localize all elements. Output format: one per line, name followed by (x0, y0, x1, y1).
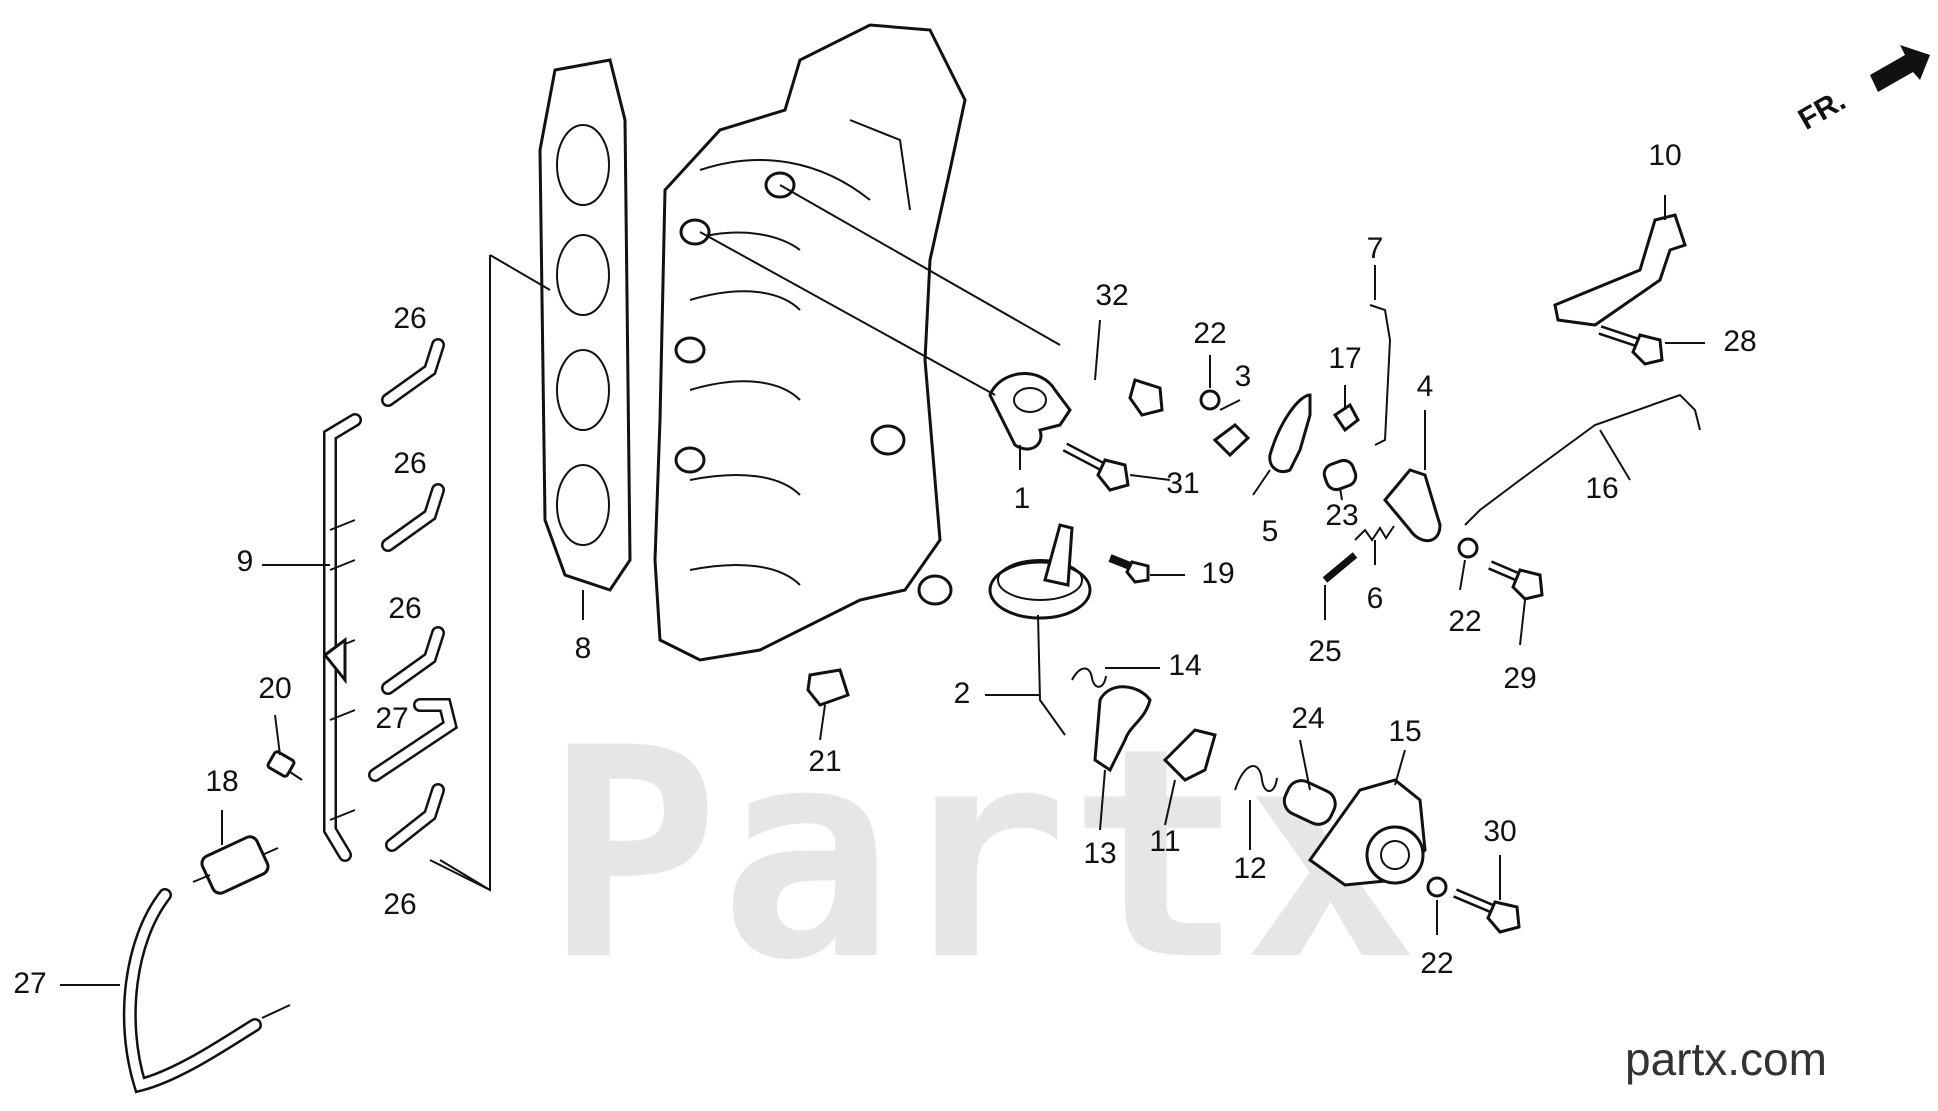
bolt-19 (1108, 554, 1150, 584)
hose-assembly (322, 413, 362, 862)
washer-22c (1426, 876, 1448, 898)
bolt-29 (1488, 560, 1544, 601)
callout-22-c: 22 (1420, 947, 1453, 980)
callout-23: 23 (1325, 499, 1358, 532)
callout-29: 29 (1503, 662, 1536, 695)
fuel-filter (192, 835, 279, 895)
callout-2: 2 (954, 677, 971, 710)
callout-13: 13 (1083, 837, 1116, 870)
clamp (988, 372, 1072, 451)
actuator (988, 523, 1092, 736)
manifold-gasket (538, 58, 632, 592)
rod-16 (1464, 393, 1701, 526)
collar-24 (1282, 779, 1337, 826)
lever-5 (1268, 393, 1312, 474)
clip-17 (1332, 402, 1360, 433)
bracket-10 (1553, 213, 1687, 327)
callout-9: 9 (237, 545, 254, 578)
plate-11 (1162, 728, 1217, 782)
callout-26-a: 26 (393, 302, 426, 335)
callout-24: 24 (1291, 702, 1324, 735)
callout-22-a: 22 (1193, 317, 1226, 350)
callout-8: 8 (575, 632, 592, 665)
callout-4: 4 (1417, 370, 1434, 403)
cam-15 (1307, 778, 1427, 887)
watermark: Partx (545, 687, 1418, 1024)
callout-18: 18 (205, 765, 238, 798)
intake-manifold (653, 23, 967, 662)
spring-14 (1071, 667, 1107, 688)
fitting (266, 750, 303, 781)
callout-14: 14 (1168, 649, 1201, 682)
callout-26-b: 26 (393, 447, 426, 480)
collar-23 (1322, 458, 1358, 492)
callout-30: 30 (1483, 815, 1516, 848)
long-hose (122, 888, 291, 1094)
callout-31: 31 (1166, 467, 1199, 500)
callout-7: 7 (1367, 232, 1384, 265)
screw-25 (1322, 552, 1358, 583)
callout-16: 16 (1585, 472, 1618, 505)
callout-10: 10 (1648, 139, 1681, 172)
callout-1: 1 (1014, 482, 1031, 515)
callout-12: 12 (1233, 852, 1266, 885)
callout-27-b: 27 (13, 967, 46, 1000)
bolt-30 (1453, 888, 1521, 934)
arrow-icon (1870, 45, 1930, 92)
callout-26-d: 26 (383, 888, 416, 921)
link-3 (1212, 423, 1251, 458)
callout-32: 32 (1095, 279, 1128, 312)
lever-13 (1093, 685, 1152, 773)
bolt-32 (1068, 347, 1164, 417)
callout-22-b: 22 (1448, 605, 1481, 638)
spring-12 (1234, 765, 1278, 792)
callout-11: 11 (1149, 825, 1180, 858)
callout-28: 28 (1723, 325, 1756, 358)
site-url: partx.com (1625, 1033, 1827, 1085)
callout-labels: 1 2 3 4 5 6 7 8 9 10 11 12 13 14 15 16 1… (13, 139, 1756, 1000)
callout-21: 21 (808, 745, 841, 778)
callout-6: 6 (1367, 582, 1384, 615)
spring-6 (1354, 525, 1395, 542)
callout-20: 20 (258, 672, 291, 705)
plug (806, 668, 850, 707)
short-hoses (368, 338, 458, 852)
callout-19: 19 (1201, 557, 1234, 590)
rod-7 (1369, 304, 1392, 446)
callout-25: 25 (1308, 635, 1341, 668)
callout-17: 17 (1328, 342, 1361, 375)
bolt-28 (1598, 325, 1664, 366)
callout-26-c: 26 (388, 592, 421, 625)
fr-label: FR. (1793, 84, 1851, 137)
lever-4 (1383, 468, 1442, 543)
leader-lines (60, 184, 1705, 986)
callout-15: 15 (1388, 715, 1421, 748)
washer-22a (1199, 389, 1221, 411)
washer-22b (1457, 537, 1479, 559)
callout-5: 5 (1262, 515, 1279, 548)
callout-27-a: 27 (375, 702, 408, 735)
front-direction-indicator: FR. (1793, 45, 1930, 137)
callout-3: 3 (1235, 360, 1252, 393)
bolt-31 (1062, 442, 1130, 492)
